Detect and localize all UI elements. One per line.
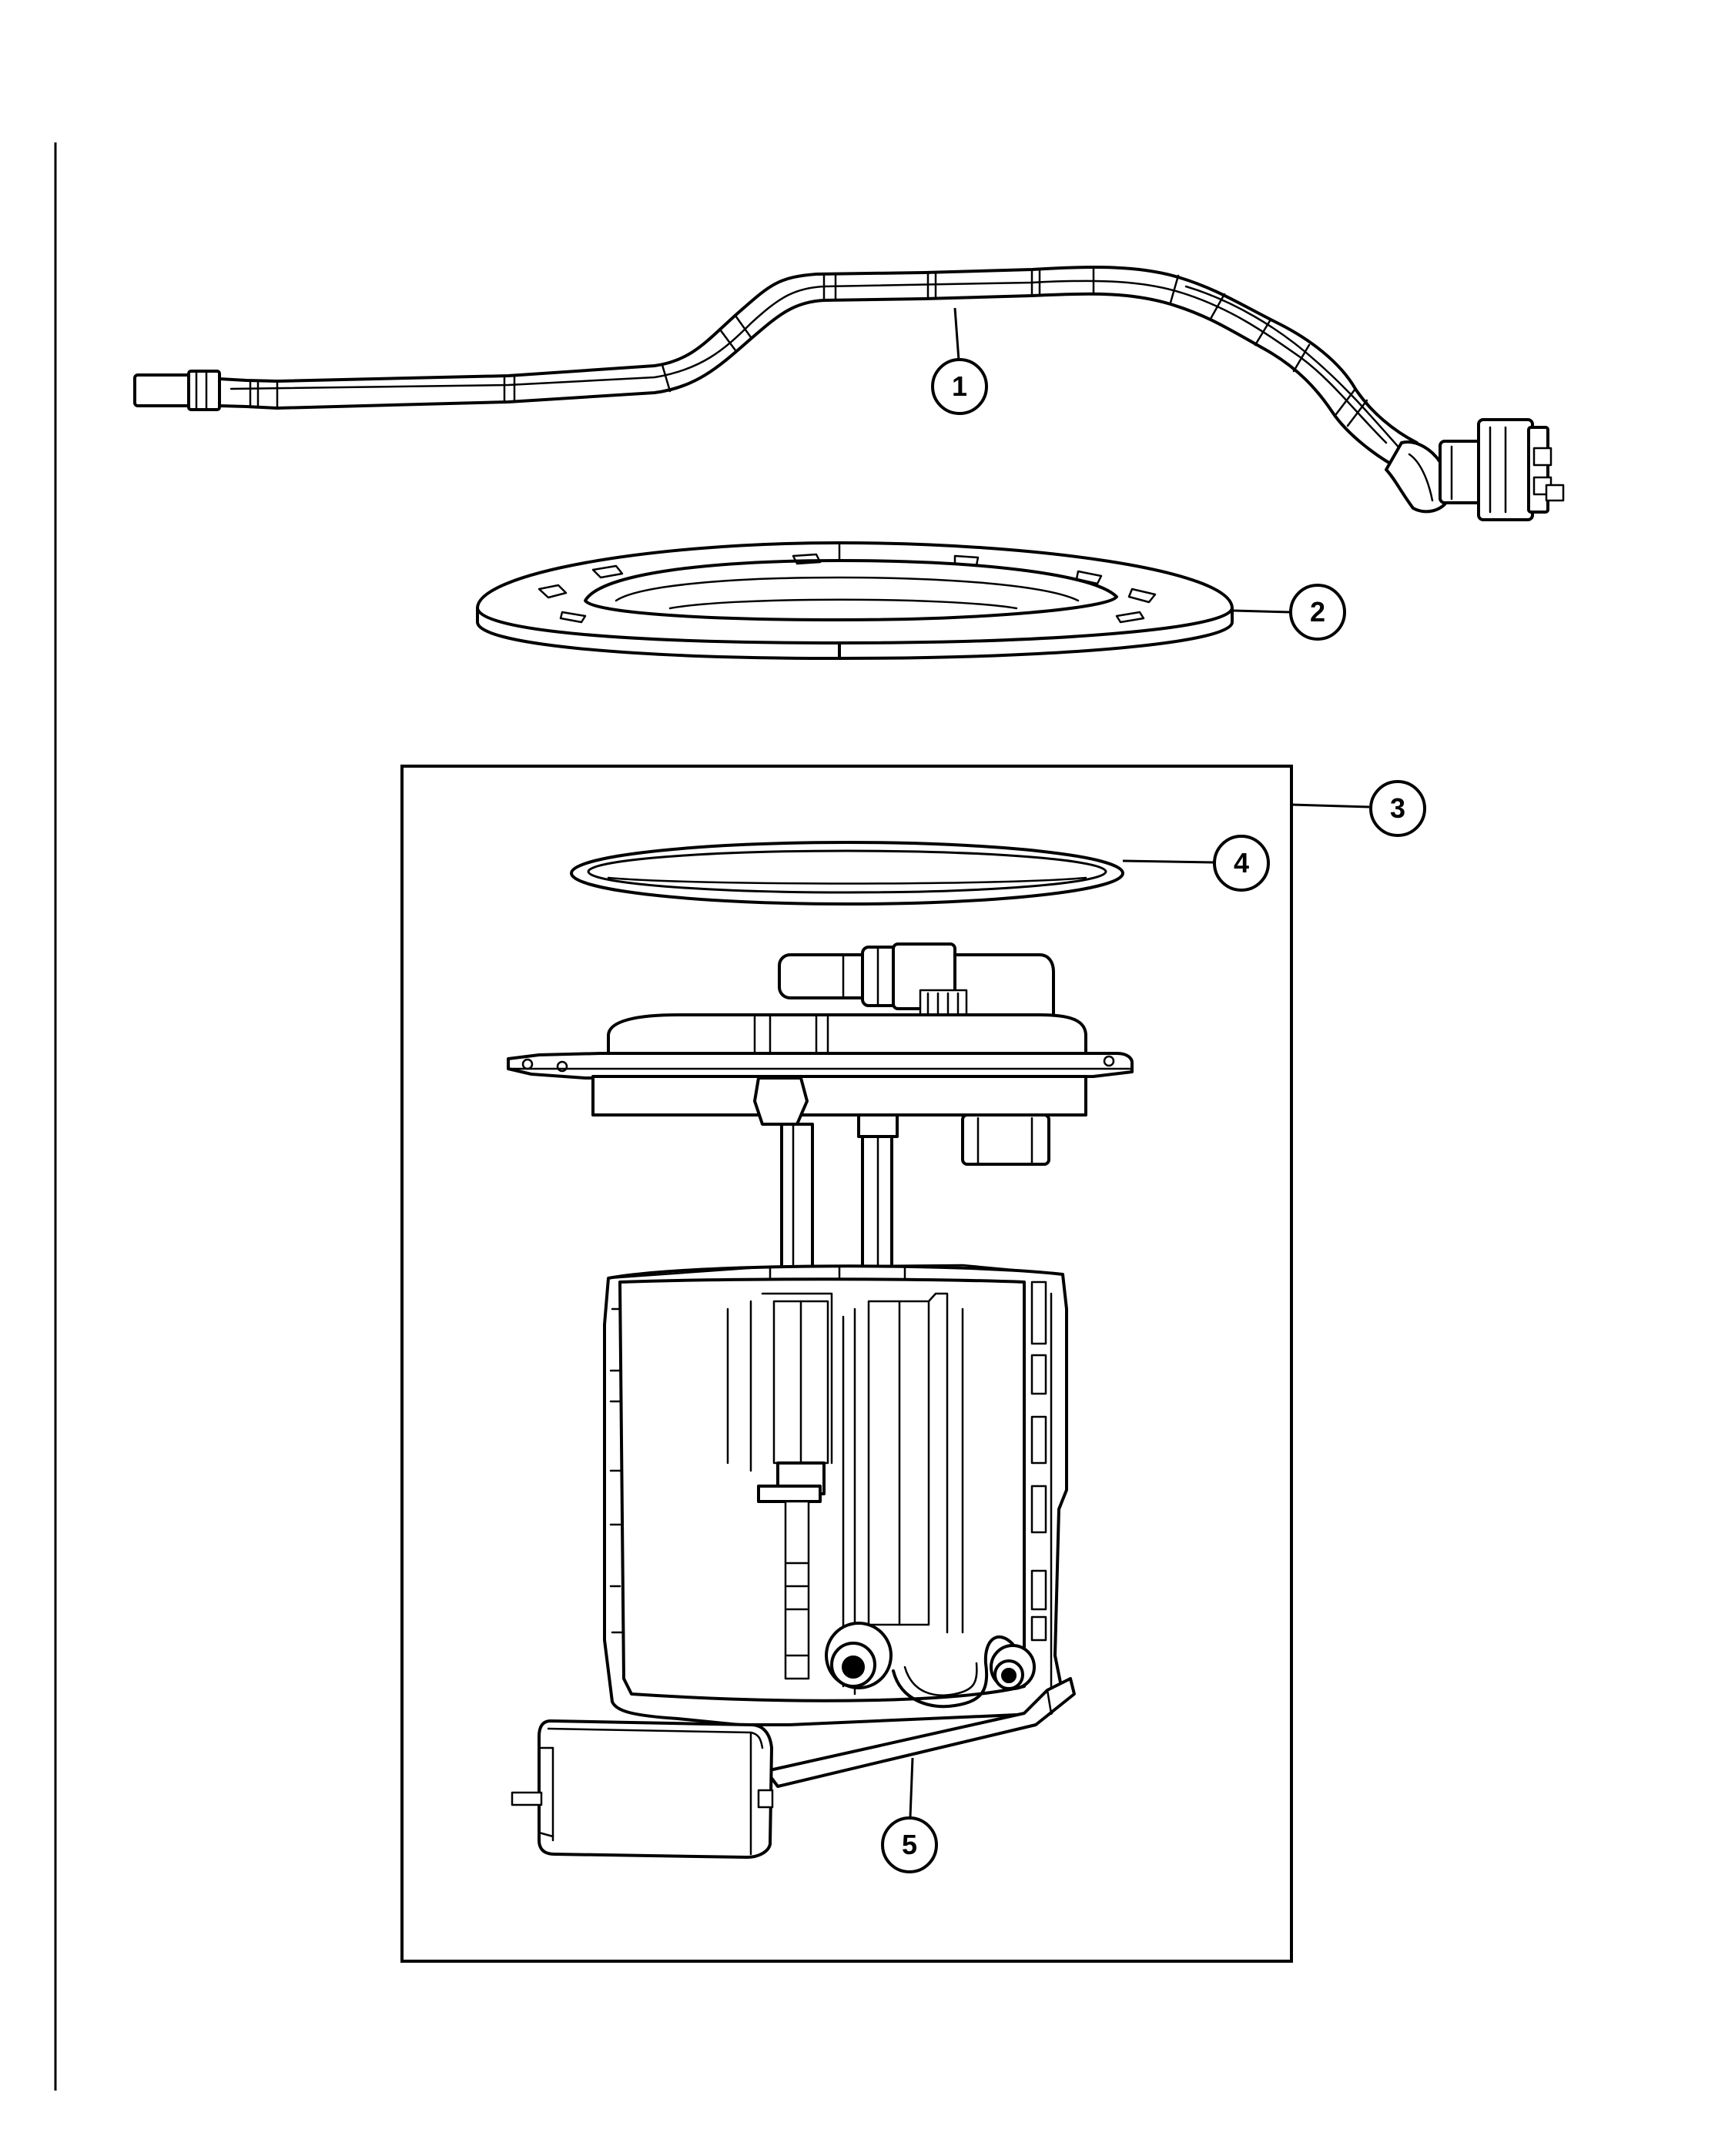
leader-line-4 xyxy=(1122,859,1214,864)
callout-1: 1 xyxy=(931,358,988,415)
fuel-pump-module-part xyxy=(507,942,1134,1859)
callout-label: 3 xyxy=(1390,792,1405,824)
leader-line-1 xyxy=(953,307,960,361)
lock-ring-part xyxy=(476,541,1234,660)
callout-3: 3 xyxy=(1369,780,1426,837)
callout-label: 5 xyxy=(902,1829,917,1860)
callout-circle xyxy=(1369,780,1426,837)
module-assembly-box xyxy=(400,765,1293,1963)
callout-label: 4 xyxy=(1234,847,1249,879)
callout-circle xyxy=(1289,584,1346,641)
leader-line-5 xyxy=(909,1757,914,1818)
callout-5: 5 xyxy=(881,1816,938,1873)
callout-4: 4 xyxy=(1213,835,1270,892)
callout-label: 1 xyxy=(952,370,967,402)
wiring-harness-part xyxy=(133,266,1565,521)
callout-circle xyxy=(881,1816,938,1873)
seal-o-ring-part xyxy=(570,841,1124,906)
leader-line-2 xyxy=(1233,609,1291,614)
callout-circle xyxy=(931,358,988,415)
callout-label: 2 xyxy=(1310,596,1325,628)
leader-line-3 xyxy=(1291,803,1370,808)
callout-circle xyxy=(1213,835,1270,892)
leader-lines xyxy=(909,307,1370,1818)
callout-2: 2 xyxy=(1289,584,1346,641)
